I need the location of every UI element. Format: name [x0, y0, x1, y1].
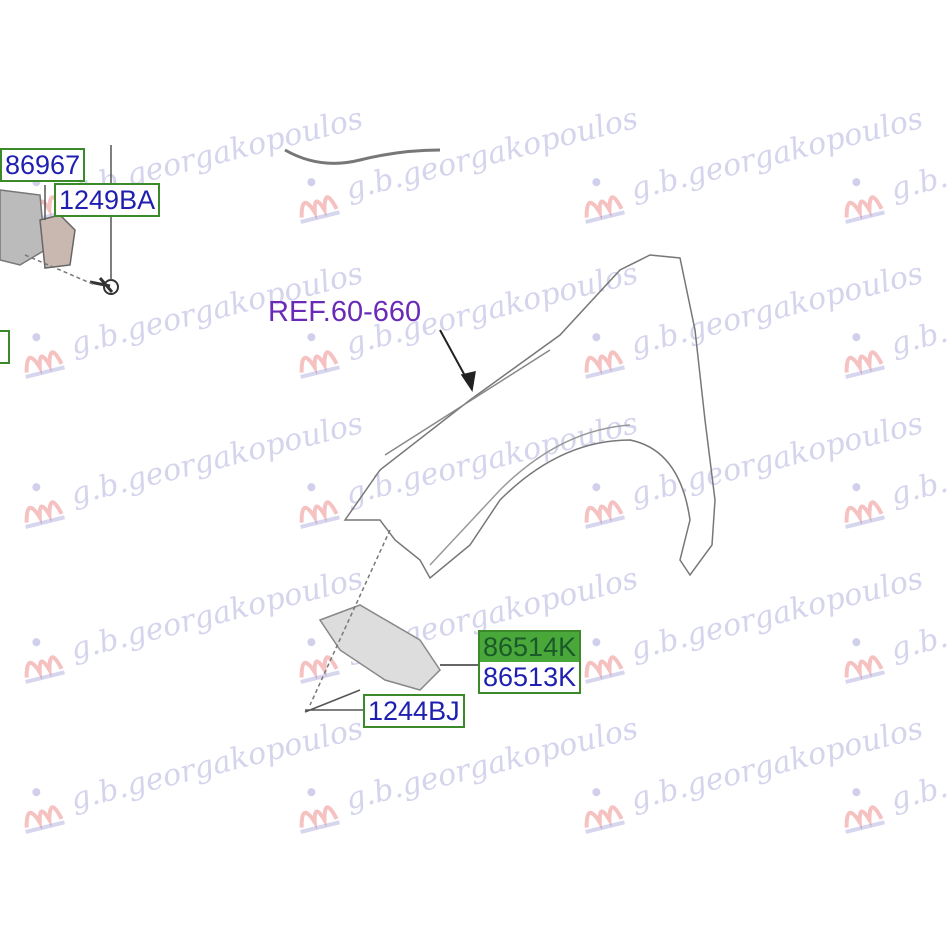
bracket-part: [0, 189, 46, 266]
watermark: g.b.georgakopoulos: [284, 249, 643, 382]
watermark: g.b.georgakopoulos: [9, 249, 368, 382]
harness-part: [284, 148, 441, 165]
watermark: g.b.georgakopoulos: [284, 554, 643, 687]
watermark: g.b.georgakopoulos: [9, 399, 368, 532]
ref-label[interactable]: REF.60-660: [268, 296, 422, 328]
watermark: g.b.georgakopoulos: [569, 399, 928, 532]
watermark: g.b.georgakopoulos: [569, 554, 928, 687]
watermark: g.b.georgakopoulos: [569, 249, 928, 382]
watermark: g.b.georgakopoulos: [829, 399, 950, 532]
fender-part: [343, 254, 716, 580]
part-label-86514k[interactable]: 86514K: [478, 630, 582, 664]
watermark: g.b.georgakopoulos: [284, 399, 643, 532]
watermark-logo-icon: [284, 168, 346, 227]
watermark-logo-icon: [829, 628, 891, 687]
watermark-logo-icon: [284, 778, 346, 837]
watermark-logo-icon: [569, 628, 631, 687]
watermark: g.b.georgakopoulos: [829, 554, 950, 687]
part-label-1249ba[interactable]: 1249BA: [54, 183, 161, 217]
watermark-logo-icon: [9, 323, 71, 382]
watermark: g.b.georgakopoulos: [569, 94, 928, 227]
watermark-logo-icon: [569, 323, 631, 382]
watermark-logo-icon: [569, 778, 631, 837]
watermark: g.b.georgakopoulos: [829, 249, 950, 382]
part-label-86513k[interactable]: 86513K: [478, 662, 582, 694]
part-label-1244bj[interactable]: 1244BJ: [363, 694, 465, 728]
watermark: g.b.georgakopoulos: [829, 94, 950, 227]
watermark-logo-icon: [9, 473, 71, 532]
watermark: g.b.georgakopoulos: [569, 704, 928, 837]
watermark-logo-icon: [284, 323, 346, 382]
watermark-logo-icon: [284, 628, 346, 687]
watermark-logo-icon: [284, 473, 346, 532]
part-label-cropped[interactable]: [0, 330, 10, 364]
watermark: g.b.georgakopoulos: [284, 704, 643, 837]
watermark: g.b.georgakopoulos: [9, 704, 368, 837]
watermark: g.b.georgakopoulos: [9, 554, 368, 687]
watermark-logo-icon: [569, 473, 631, 532]
screw-part: [89, 277, 114, 293]
watermark-logo-icon: [9, 778, 71, 837]
watermark: g.b.georgakopoulos: [284, 94, 643, 227]
watermark-logo-icon: [829, 168, 891, 227]
watermark-logo-icon: [829, 323, 891, 382]
watermark-logo-icon: [569, 168, 631, 227]
part-label-86967[interactable]: 86967: [0, 148, 86, 182]
watermark-logo-icon: [9, 628, 71, 687]
clip-part: [39, 214, 76, 269]
watermark: g.b.georgakopoulos: [829, 704, 950, 837]
watermark-logo-icon: [829, 778, 891, 837]
watermark-logo-icon: [829, 473, 891, 532]
lower-bracket-part: [318, 604, 441, 691]
